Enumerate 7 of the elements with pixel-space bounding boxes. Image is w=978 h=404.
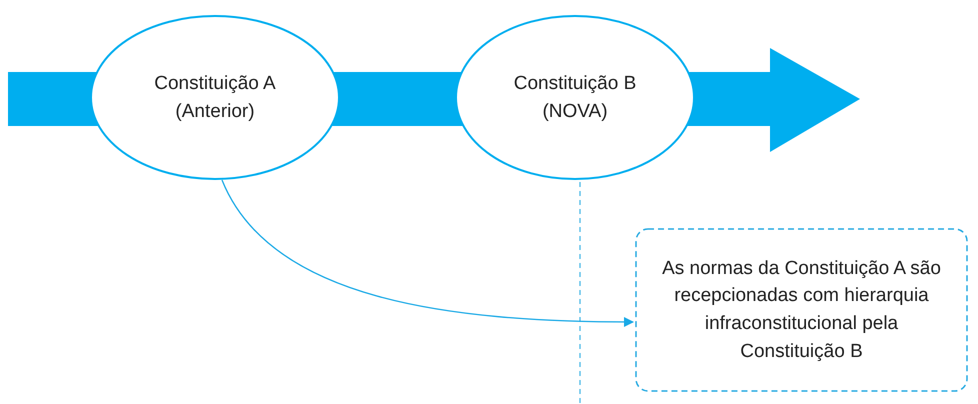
ellipse-node — [455, 15, 695, 180]
note-box — [635, 228, 968, 392]
arrow — [221, 180, 634, 327]
node-label: Constituição A (Anterior) — [153, 72, 277, 124]
note-text: As normas da Constituição A são recepcionadas com hierarquia infraconstitucional pela Constituição B — [661, 256, 942, 364]
ellipse-node — [90, 15, 340, 180]
node-label: Constituição B (NOVA) — [512, 72, 638, 124]
